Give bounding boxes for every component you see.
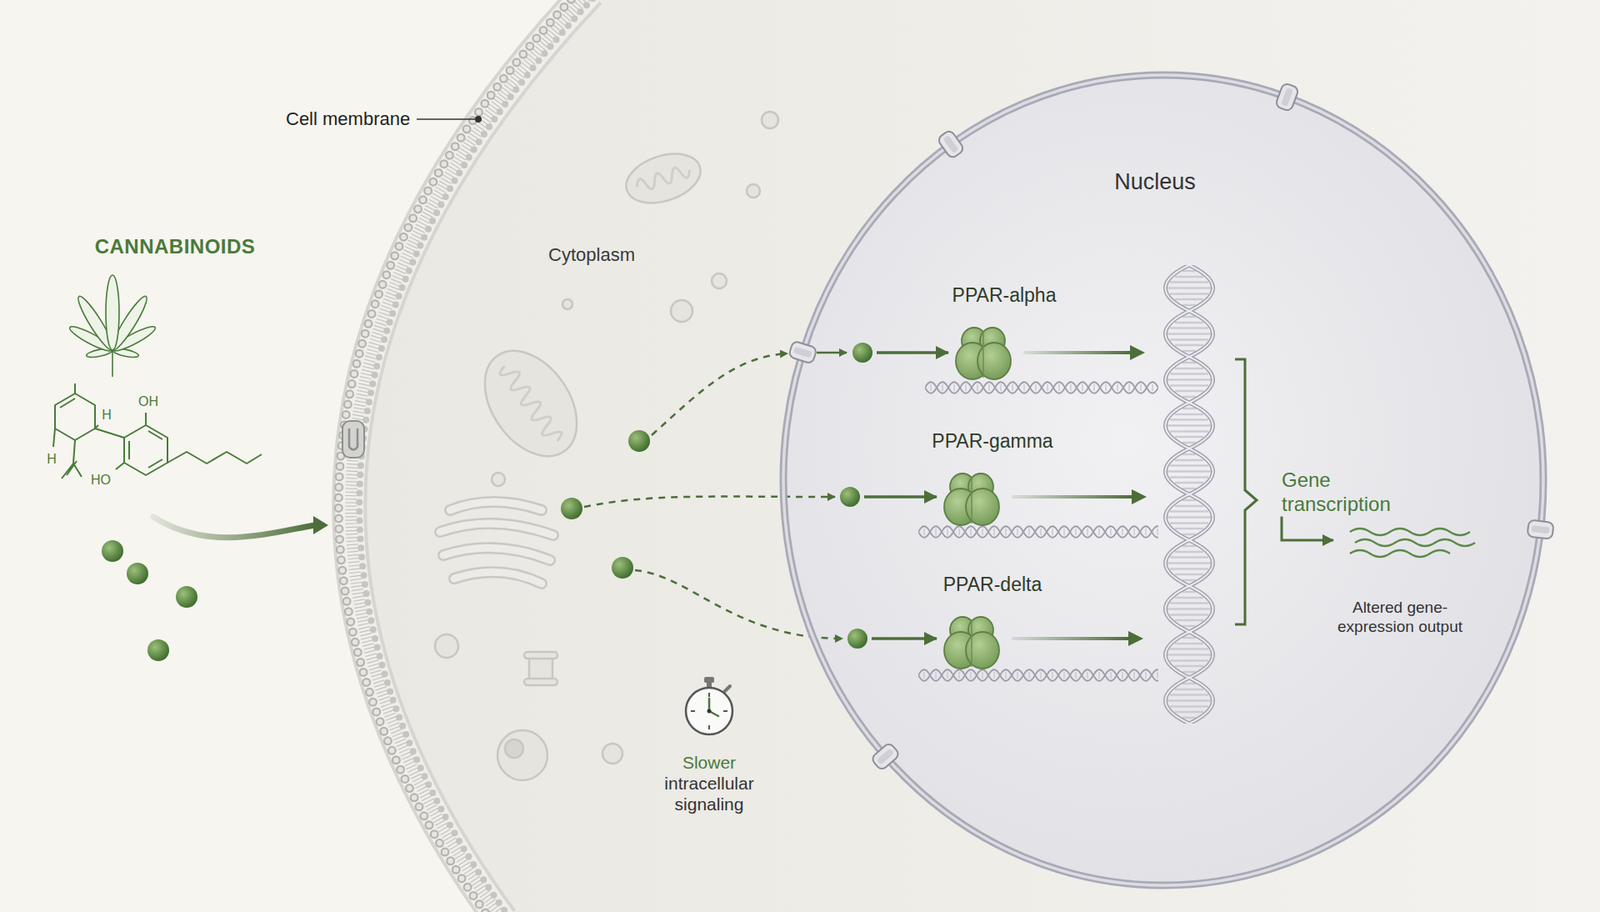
nucleus-shape: NucleusPPAR-alphaPPAR-gammaPPAR-delta Gen… — [775, 66, 1552, 894]
part-label: Cell membrane — [285, 108, 410, 130]
receptor-label: PPAR-delta — [943, 573, 1042, 597]
cell-region: Cytoplasm NucleusPPAR-alphaPPAR-gammaPPAR… — [250, 0, 1600, 912]
cannabis-leaf — [67, 275, 158, 377]
diffusion-paths — [584, 352, 847, 639]
cell-membrane — [250, 0, 1600, 912]
atom-label: H — [101, 406, 112, 423]
ppar-receptor: PPAR-delta — [917, 573, 1068, 672]
region-label: Cytoplasm — [548, 244, 635, 266]
title-label: CANNABINOIDS — [95, 235, 256, 260]
stopwatch-icon — [685, 676, 733, 735]
transcription-arrows — [1011, 345, 1147, 646]
leader-line — [416, 115, 482, 123]
receptor-protein — [954, 324, 1013, 381]
receptor-protein — [942, 613, 1001, 670]
nucleus-label: Nucleus — [1114, 168, 1196, 195]
cannabinoid-molecules — [101, 342, 873, 661]
atom-label: H — [46, 450, 57, 467]
ppar-receptor: PPAR-alpha — [929, 284, 1080, 383]
entry-arrow — [153, 515, 329, 538]
cytoplasm-fill — [347, 0, 1600, 912]
connector-arrow — [1281, 516, 1334, 540]
dna-strands — [918, 265, 1221, 724]
receptor-label: PPAR-alpha — [952, 284, 1057, 308]
output-box: Altered gene-expression output — [1333, 518, 1467, 637]
receptor-label: PPAR-gamma — [931, 430, 1053, 454]
atom-label: HO — [90, 471, 111, 488]
binding-arrows — [864, 352, 949, 639]
molecule-structure — [53, 383, 262, 479]
atom-label: OH — [138, 393, 159, 410]
ppar-receptor: PPAR-gamma — [917, 430, 1068, 529]
organelles — [435, 111, 779, 780]
receptor-protein — [942, 470, 1001, 527]
nucleus-fill — [783, 75, 1544, 885]
mrna-waves — [1350, 528, 1475, 557]
process-label-box: Gene transcription — [1281, 468, 1424, 517]
output-label: Altered gene-expression output — [1333, 598, 1467, 637]
note-label: Slower intracellular signaling — [642, 751, 776, 815]
bracket — [1235, 359, 1257, 625]
process-label: Gene transcription — [1281, 468, 1424, 517]
